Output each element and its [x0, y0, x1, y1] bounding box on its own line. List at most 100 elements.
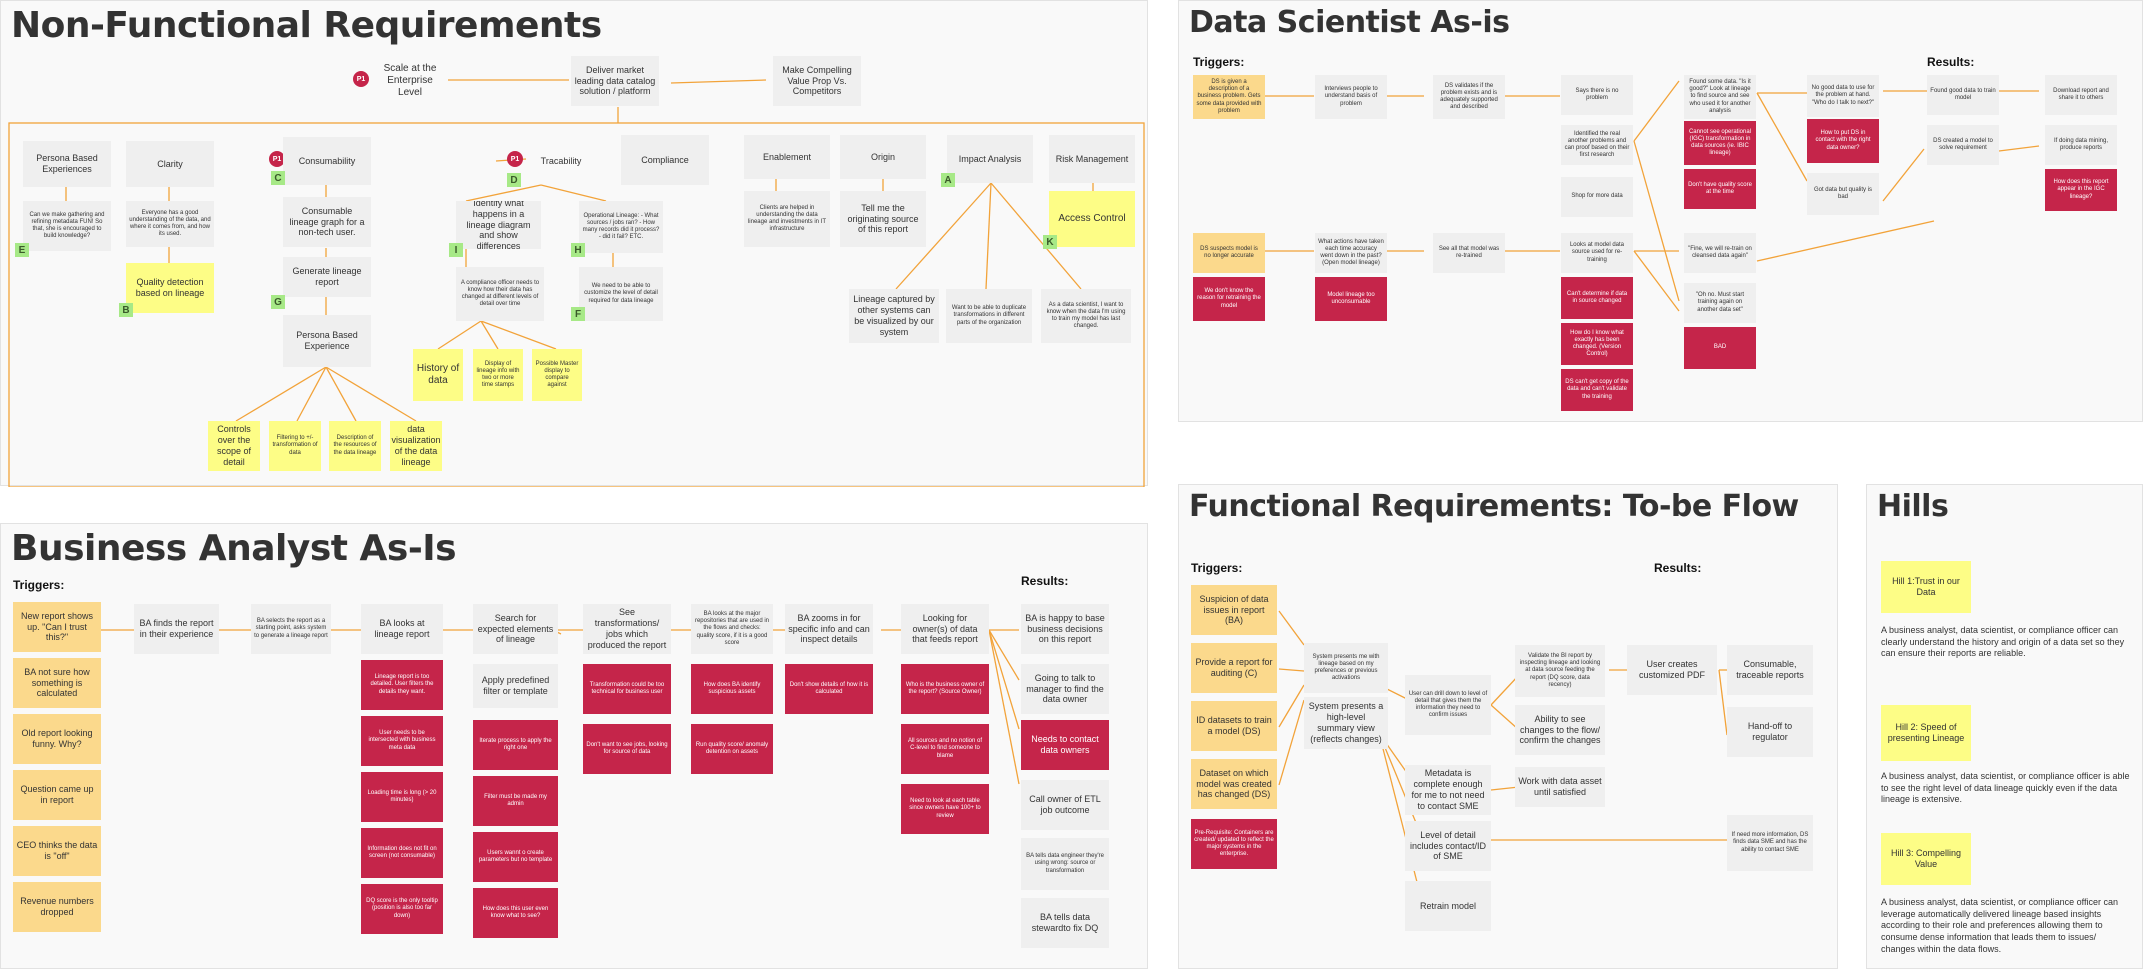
fr-presents-pref: System presents me with lineage based on…	[1304, 643, 1388, 693]
consumability-note: Consumability	[283, 137, 371, 185]
hills-title: Hills	[1877, 489, 1949, 524]
ds-if-mining: If doing data mining, produce reports	[2045, 125, 2117, 165]
persona-based-note: Persona Based Experience	[283, 315, 371, 367]
access-control-note: Access Control	[1049, 191, 1135, 247]
ds-see-all: See all that model was re-trained	[1433, 233, 1505, 273]
ds-validates: DS validates if the problem exists and i…	[1433, 75, 1505, 119]
impact-analysis-note: Impact Analysis	[947, 135, 1033, 183]
ds-dont-have: Don't have quality score at the time	[1684, 169, 1756, 209]
ba-trans-pain-1: Transformation could be too technical fo…	[583, 664, 671, 714]
ds-cant-determine: Can't determine if data in source change…	[1561, 277, 1633, 319]
ds-title: Data Scientist As-is	[1189, 5, 1510, 40]
customize-detail-note: We need to be able to customize the leve…	[579, 267, 663, 321]
ba-selects: BA selects the report as a starting poin…	[251, 604, 331, 654]
ds-no-good: No good data to use for the problem at h…	[1807, 75, 1879, 117]
persona-question-note: Can we make gathering and refining metad…	[23, 201, 111, 251]
consumable-graph-note: Consumable lineage graph for a non-tech …	[283, 197, 371, 247]
fr-prereq: Pre-Requisite: Containers are created/ u…	[1191, 819, 1277, 869]
tag-a: A	[941, 173, 955, 187]
history-data-note: History of data	[413, 349, 463, 401]
enablement-note: Enablement	[744, 135, 830, 179]
ba-search-pain-2: Filter must be made my admin	[473, 776, 558, 826]
fr-work-with: Work with data asset until satisfied	[1515, 767, 1605, 807]
consumability-leaf-4: data visualization of the data lineage	[390, 421, 442, 471]
ba-owner-pain-3: Need to look at each table since owners …	[901, 784, 989, 834]
ba-owner-pain-1: Who is the business owner of the report?…	[901, 664, 989, 714]
ds-trigger-1: DS is given a description of a business …	[1193, 75, 1265, 119]
fr-title: Functional Requirements: To-be Flow	[1189, 489, 1799, 524]
fr-trigger-1: Suspicion of data issues in report (BA)	[1191, 585, 1277, 635]
display-lineage-note: Display of lineage info with two or more…	[473, 349, 523, 401]
enablement-desc-note: Clients are helped in understanding the …	[744, 191, 830, 247]
hill-3-desc: A business analyst, data scientist, or c…	[1881, 897, 2118, 954]
ba-looks: BA looks at lineage report	[361, 604, 443, 654]
fr-drill: User can drill down to level of detail t…	[1405, 675, 1491, 735]
fr-level: Level of detail includes contact/ID of S…	[1405, 821, 1491, 871]
p1-consumability-badge: P1	[269, 151, 285, 167]
ds-says-no: Says there is no problem	[1561, 75, 1633, 115]
tag-f: F	[571, 307, 585, 321]
hills-panel: Hills Hill 1:Trust in our Data A busines…	[1866, 484, 2143, 969]
ba-looks-pain-2: User needs to be intersected with busine…	[361, 716, 443, 766]
tag-e: E	[15, 243, 29, 257]
ba-see-trans: See transformations/ jobs which produced…	[583, 604, 671, 654]
consumability-leaf-2: Filtering to +/- transformation of data	[269, 421, 321, 471]
quality-detection-note: Quality detection based on lineage	[126, 263, 214, 313]
consumability-leaf-3: Description of the resources of the data…	[329, 421, 381, 471]
ba-search: Search for expected elements of lineage	[473, 604, 558, 654]
ba-looks-pain-5: DQ score is the only tooltip (position i…	[361, 884, 443, 934]
ba-search-pain-1: Iterate process to apply the right one	[473, 720, 558, 770]
ba-trigger-5: CEO thinks the data is "off"	[13, 826, 101, 876]
fr-retrain: Retrain model	[1405, 881, 1491, 931]
ds-interviews: Interviews people to understand basis of…	[1315, 75, 1387, 119]
ds-how-appear: How does this report appear in the IGC l…	[2045, 169, 2117, 211]
ba-trigger-4: Question came up in report	[13, 770, 101, 820]
ba-result-6: BA tells data stewardto fix DQ	[1021, 898, 1109, 948]
ds-oh-no: "Oh no. Must start training again on ano…	[1684, 283, 1756, 323]
hill-1-note: Hill 1:Trust in our Data	[1881, 561, 1971, 613]
tag-i: I	[449, 243, 463, 257]
ds-fine: "Fine, we will re-train on cleansed data…	[1684, 233, 1756, 273]
ba-trigger-1: New report shows up. "Can I trust this?"	[13, 602, 101, 652]
ds-panel: Data Scientist As-is Triggers: Results: …	[1178, 0, 2143, 422]
impact-leaf-3: As a data scientist, I want to know when…	[1041, 289, 1131, 343]
fr-user-creates: User creates customized PDF	[1627, 645, 1717, 695]
ds-how-know: How do I know what exactly has been chan…	[1561, 323, 1633, 365]
scale-enterprise-note: Scale at the Enterprise Level	[383, 63, 437, 98]
nfr-panel: Non-Functional Requirements P1 Scale at …	[0, 0, 1148, 487]
ds-dont-know: We don't know the reason for retraining …	[1193, 277, 1265, 321]
ba-zooms: BA zooms in for specific info and can in…	[785, 604, 873, 654]
fr-metadata: Metadata is complete enough for me to no…	[1405, 765, 1491, 815]
ba-panel: Business Analyst As-Is Triggers: Results…	[0, 523, 1148, 969]
ba-zooms-pain: Don't show details of how it is calculat…	[785, 664, 873, 714]
ba-owners: Looking for owner(s) of data that feeds …	[901, 604, 989, 654]
nfr-title: Non-Functional Requirements	[11, 5, 602, 46]
tag-g: G	[271, 295, 285, 309]
fr-triggers-header: Triggers:	[1191, 561, 1243, 575]
risk-management-note: Risk Management	[1049, 135, 1135, 183]
ds-bad: BAD	[1684, 327, 1756, 369]
ba-trans-pain-2: Don't want to see jobs, looking for sour…	[583, 724, 671, 774]
tracability-note: Tracability	[540, 155, 582, 166]
fr-if-need: If need more information, DS finds data …	[1727, 815, 1813, 871]
fr-trigger-3: ID datasets to train a model (DS)	[1191, 701, 1277, 751]
ba-result-1: BA is happy to base business decisions o…	[1021, 604, 1109, 654]
ds-cannot-see: Cannot see operational (IGC) transformat…	[1684, 121, 1756, 165]
ds-got-data: Got data but quality is bad	[1807, 173, 1879, 215]
identify-lineage-note: Identify what happens in a lineage diagr…	[456, 201, 541, 249]
ds-cant-get: DS can't get copy of the data and can't …	[1561, 369, 1633, 411]
compelling-value-note: Make Compelling Value Prop Vs. Competito…	[773, 56, 861, 106]
fr-presents-summary: System presents a high-level summary vie…	[1304, 697, 1388, 749]
deliver-market-note: Deliver market leading data catalog solu…	[571, 56, 659, 106]
ds-results-header: Results:	[1927, 55, 1975, 69]
tag-b: B	[119, 303, 133, 317]
impact-leaf-1: Lineage captured by other systems can be…	[849, 289, 939, 343]
p1-tracability-badge: P1	[507, 151, 523, 167]
fr-consumable: Consumable, traceable reports	[1727, 645, 1813, 695]
ba-finds: BA finds the report in their experience	[134, 604, 219, 654]
ba-result-5: BA tells data engineer they're using wro…	[1021, 838, 1109, 890]
ds-triggers-header: Triggers:	[1193, 55, 1245, 69]
hill-2-note: Hill 2: Speed of presenting Lineage	[1881, 705, 1971, 761]
ds-created: DS created a model to solve requirement	[1927, 125, 1999, 165]
ba-trigger-2: BA not sure how something is calculated	[13, 658, 101, 708]
